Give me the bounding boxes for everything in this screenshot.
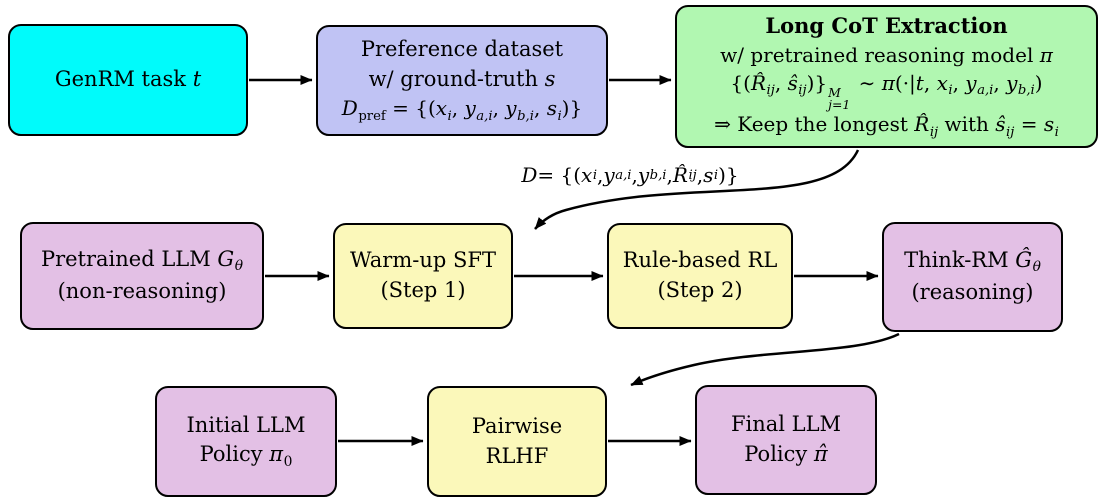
initial-llm-policy-line: Initial LLM (186, 412, 306, 437)
final-llm-policy-box: Final LLM Policy π̂ (695, 385, 877, 495)
think-rm-box: Think-RM Ĝθ (reasoning) (882, 222, 1063, 332)
pairwise-rlhf-line: RLHF (485, 443, 549, 468)
preference-dataset-line: w/ ground-truth s (368, 66, 556, 91)
preference-dataset-formula: Dpref = {(xi, ya,i, yb,i, si)} (341, 96, 583, 124)
warmup-sft-line: (Step 1) (380, 278, 466, 302)
warmup-sft-box: Warm-up SFT (Step 1) (333, 223, 513, 329)
rule-based-rl-line: Rule-based RL (622, 248, 778, 273)
genrm-task-box: GenRM task t (8, 24, 248, 136)
rule-based-rl-box: Rule-based RL (Step 2) (607, 223, 793, 329)
pretrained-llm-line: (non-reasoning) (57, 279, 227, 304)
preference-dataset-box: Preference dataset w/ ground-truth s Dpr… (316, 25, 608, 136)
final-llm-policy-line: Final LLM (730, 412, 842, 437)
arrow-thinkrm-to-pairwise-curved (630, 332, 900, 387)
genrm-task-label: GenRM task t (54, 67, 202, 92)
think-rm-line: (reasoning) (911, 280, 1034, 305)
rule-based-rl-line: (Step 2) (657, 278, 743, 302)
final-llm-policy-line: Policy π̂ (744, 442, 828, 466)
warmup-sft-line: Warm-up SFT (350, 248, 496, 273)
think-rm-line: Think-RM Ĝθ (904, 248, 1041, 276)
long-cot-keep-rule: ⇒ Keep the longest R̂ij with ŝij = si (714, 112, 1059, 140)
pretrained-llm-box: Pretrained LLM Gθ (non-reasoning) (20, 222, 264, 330)
pretrained-llm-line: Pretrained LLM Gθ (40, 247, 244, 275)
long-cot-line: w/ pretrained reasoning model π (720, 42, 1053, 67)
long-cot-extraction-box: Long CoT Extraction w/ pretrained reason… (675, 5, 1098, 148)
initial-llm-policy-box: Initial LLM Policy π0 (155, 386, 337, 497)
long-cot-title: Long CoT Extraction (765, 12, 1008, 38)
preference-dataset-line: Preference dataset (360, 36, 564, 61)
initial-llm-policy-line: Policy π0 (199, 442, 293, 470)
pairwise-rlhf-line: Pairwise (471, 413, 563, 438)
pairwise-rlhf-box: Pairwise RLHF (427, 386, 607, 497)
